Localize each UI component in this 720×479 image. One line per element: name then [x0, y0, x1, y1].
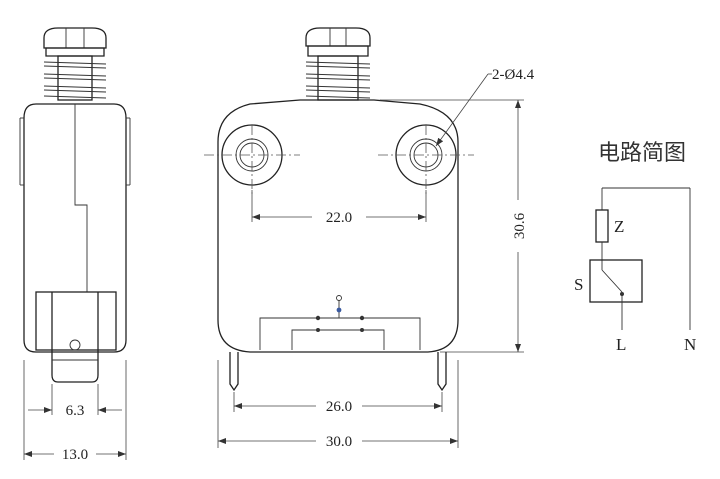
side-stem: [57, 55, 93, 101]
side-body: [23, 103, 127, 353]
circuit-title: 电路简图: [598, 141, 686, 166]
label-n: N: [684, 335, 696, 354]
dim-hole-spacing: 22.0: [326, 210, 352, 226]
front-body: [217, 99, 459, 353]
side-terminal-housing: [35, 291, 117, 351]
resistor-z: [595, 209, 609, 243]
terminal-pins: [229, 352, 447, 392]
side-tab-hole: [69, 339, 81, 351]
internal-contacts: [259, 295, 421, 350]
front-spring: [305, 61, 371, 99]
side-cap: [43, 27, 107, 49]
switch-s-box: [589, 259, 643, 303]
label-l: L: [616, 335, 626, 354]
front-view: 2-Ø4.4 22.0 30.6: [204, 27, 535, 450]
dim-side-thickness: 13.0: [62, 447, 88, 463]
dim-hole-spec: 2-Ø4.4: [492, 67, 535, 83]
dim-body-height: 30.6: [512, 212, 528, 239]
dim-tab-width: 6.3: [66, 403, 85, 419]
dim-terminal-spacing: 26.0: [326, 399, 352, 415]
side-terminal-tab: [51, 292, 99, 383]
switch-contact: [601, 269, 623, 293]
side-view: 6.3 13.0: [19, 27, 131, 463]
dim-body-width: 30.0: [326, 434, 352, 450]
side-spring: [43, 61, 107, 99]
label-s: S: [574, 275, 583, 294]
label-z: Z: [614, 217, 624, 236]
front-cap: [305, 27, 371, 47]
circuit-diagram: 电路简图 Z S L N: [574, 141, 696, 354]
